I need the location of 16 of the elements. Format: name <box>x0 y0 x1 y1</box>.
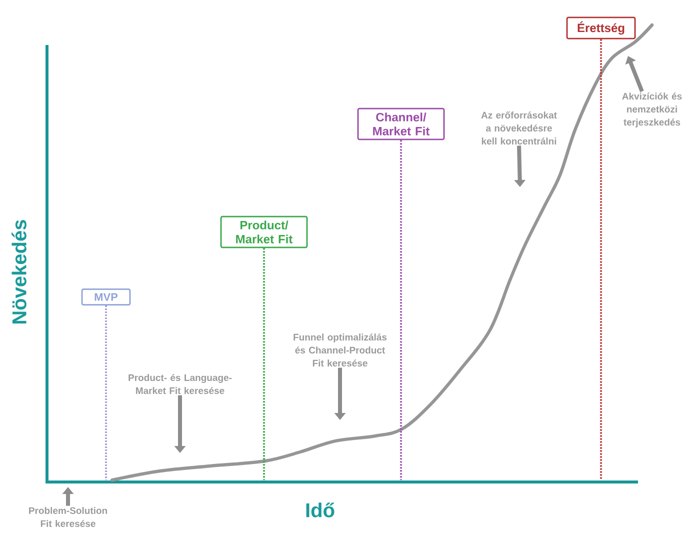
axis-title: Idő <box>306 502 334 518</box>
marker-line <box>263 248 265 480</box>
stage-box: Product/ Market Fit <box>220 216 308 248</box>
annotation-text: Az erőforrásokat a növekedésre kell koncentrálni <box>481 111 557 145</box>
axis-title: Növekedés <box>12 220 26 324</box>
stage-box: Érettség <box>566 16 636 40</box>
arrow <box>625 56 644 92</box>
annotation-text: Akvizíciók és nemzetközi terjeszkedés <box>622 92 682 128</box>
marker-line <box>600 39 602 480</box>
marker-line <box>105 306 107 480</box>
annotation-text: Problem-Solution Fit keresése <box>29 507 108 527</box>
annotation-text: Funnel optimalizálás és Channel-Product Fit keresése <box>294 333 387 367</box>
stage-box: MVP <box>81 288 131 306</box>
marker-line <box>400 140 402 480</box>
stage-box: Channel/ Market Fit <box>357 108 445 140</box>
annotation-text: Product- és Language-Market Fit keresése <box>128 374 232 394</box>
